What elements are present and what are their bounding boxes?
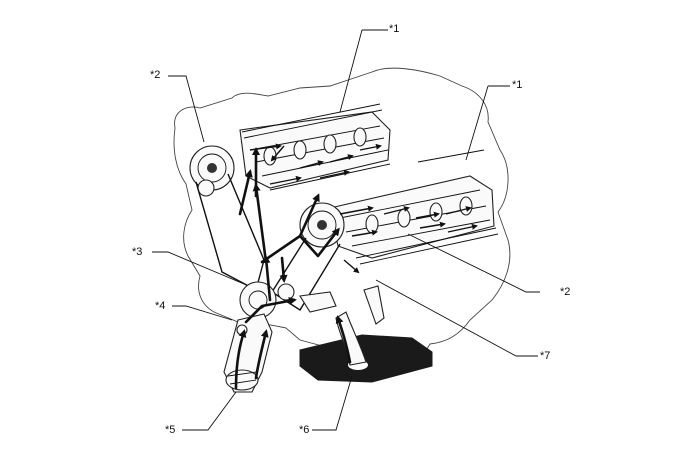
lower-vvt-sprocket	[299, 202, 345, 248]
label-5: *5	[165, 424, 176, 436]
label-3: *3	[132, 246, 143, 258]
oil-pan-baffle	[299, 334, 433, 383]
label-6: *6	[299, 424, 310, 436]
label-7: *7	[540, 350, 551, 362]
upper-oil-gallery	[241, 103, 391, 191]
label-2-right: *2	[560, 286, 571, 298]
label-4: *4	[155, 300, 166, 312]
crankshaft-sprocket	[239, 281, 295, 319]
oil-filter-housing	[223, 313, 273, 393]
lower-camshafts	[339, 189, 491, 247]
oil-strainer-pipe	[335, 311, 367, 366]
upper-vvt-sprocket	[189, 145, 235, 197]
label-1-upper: *1	[389, 23, 400, 35]
leader-lines	[152, 29, 540, 431]
front-bracket	[299, 291, 337, 313]
rear-bracket	[363, 285, 385, 325]
engine-block-outline	[173, 67, 511, 361]
oil-flow-arrows	[234, 143, 478, 390]
label-2-left: *2	[150, 69, 161, 81]
label-1-right: *1	[512, 79, 523, 91]
